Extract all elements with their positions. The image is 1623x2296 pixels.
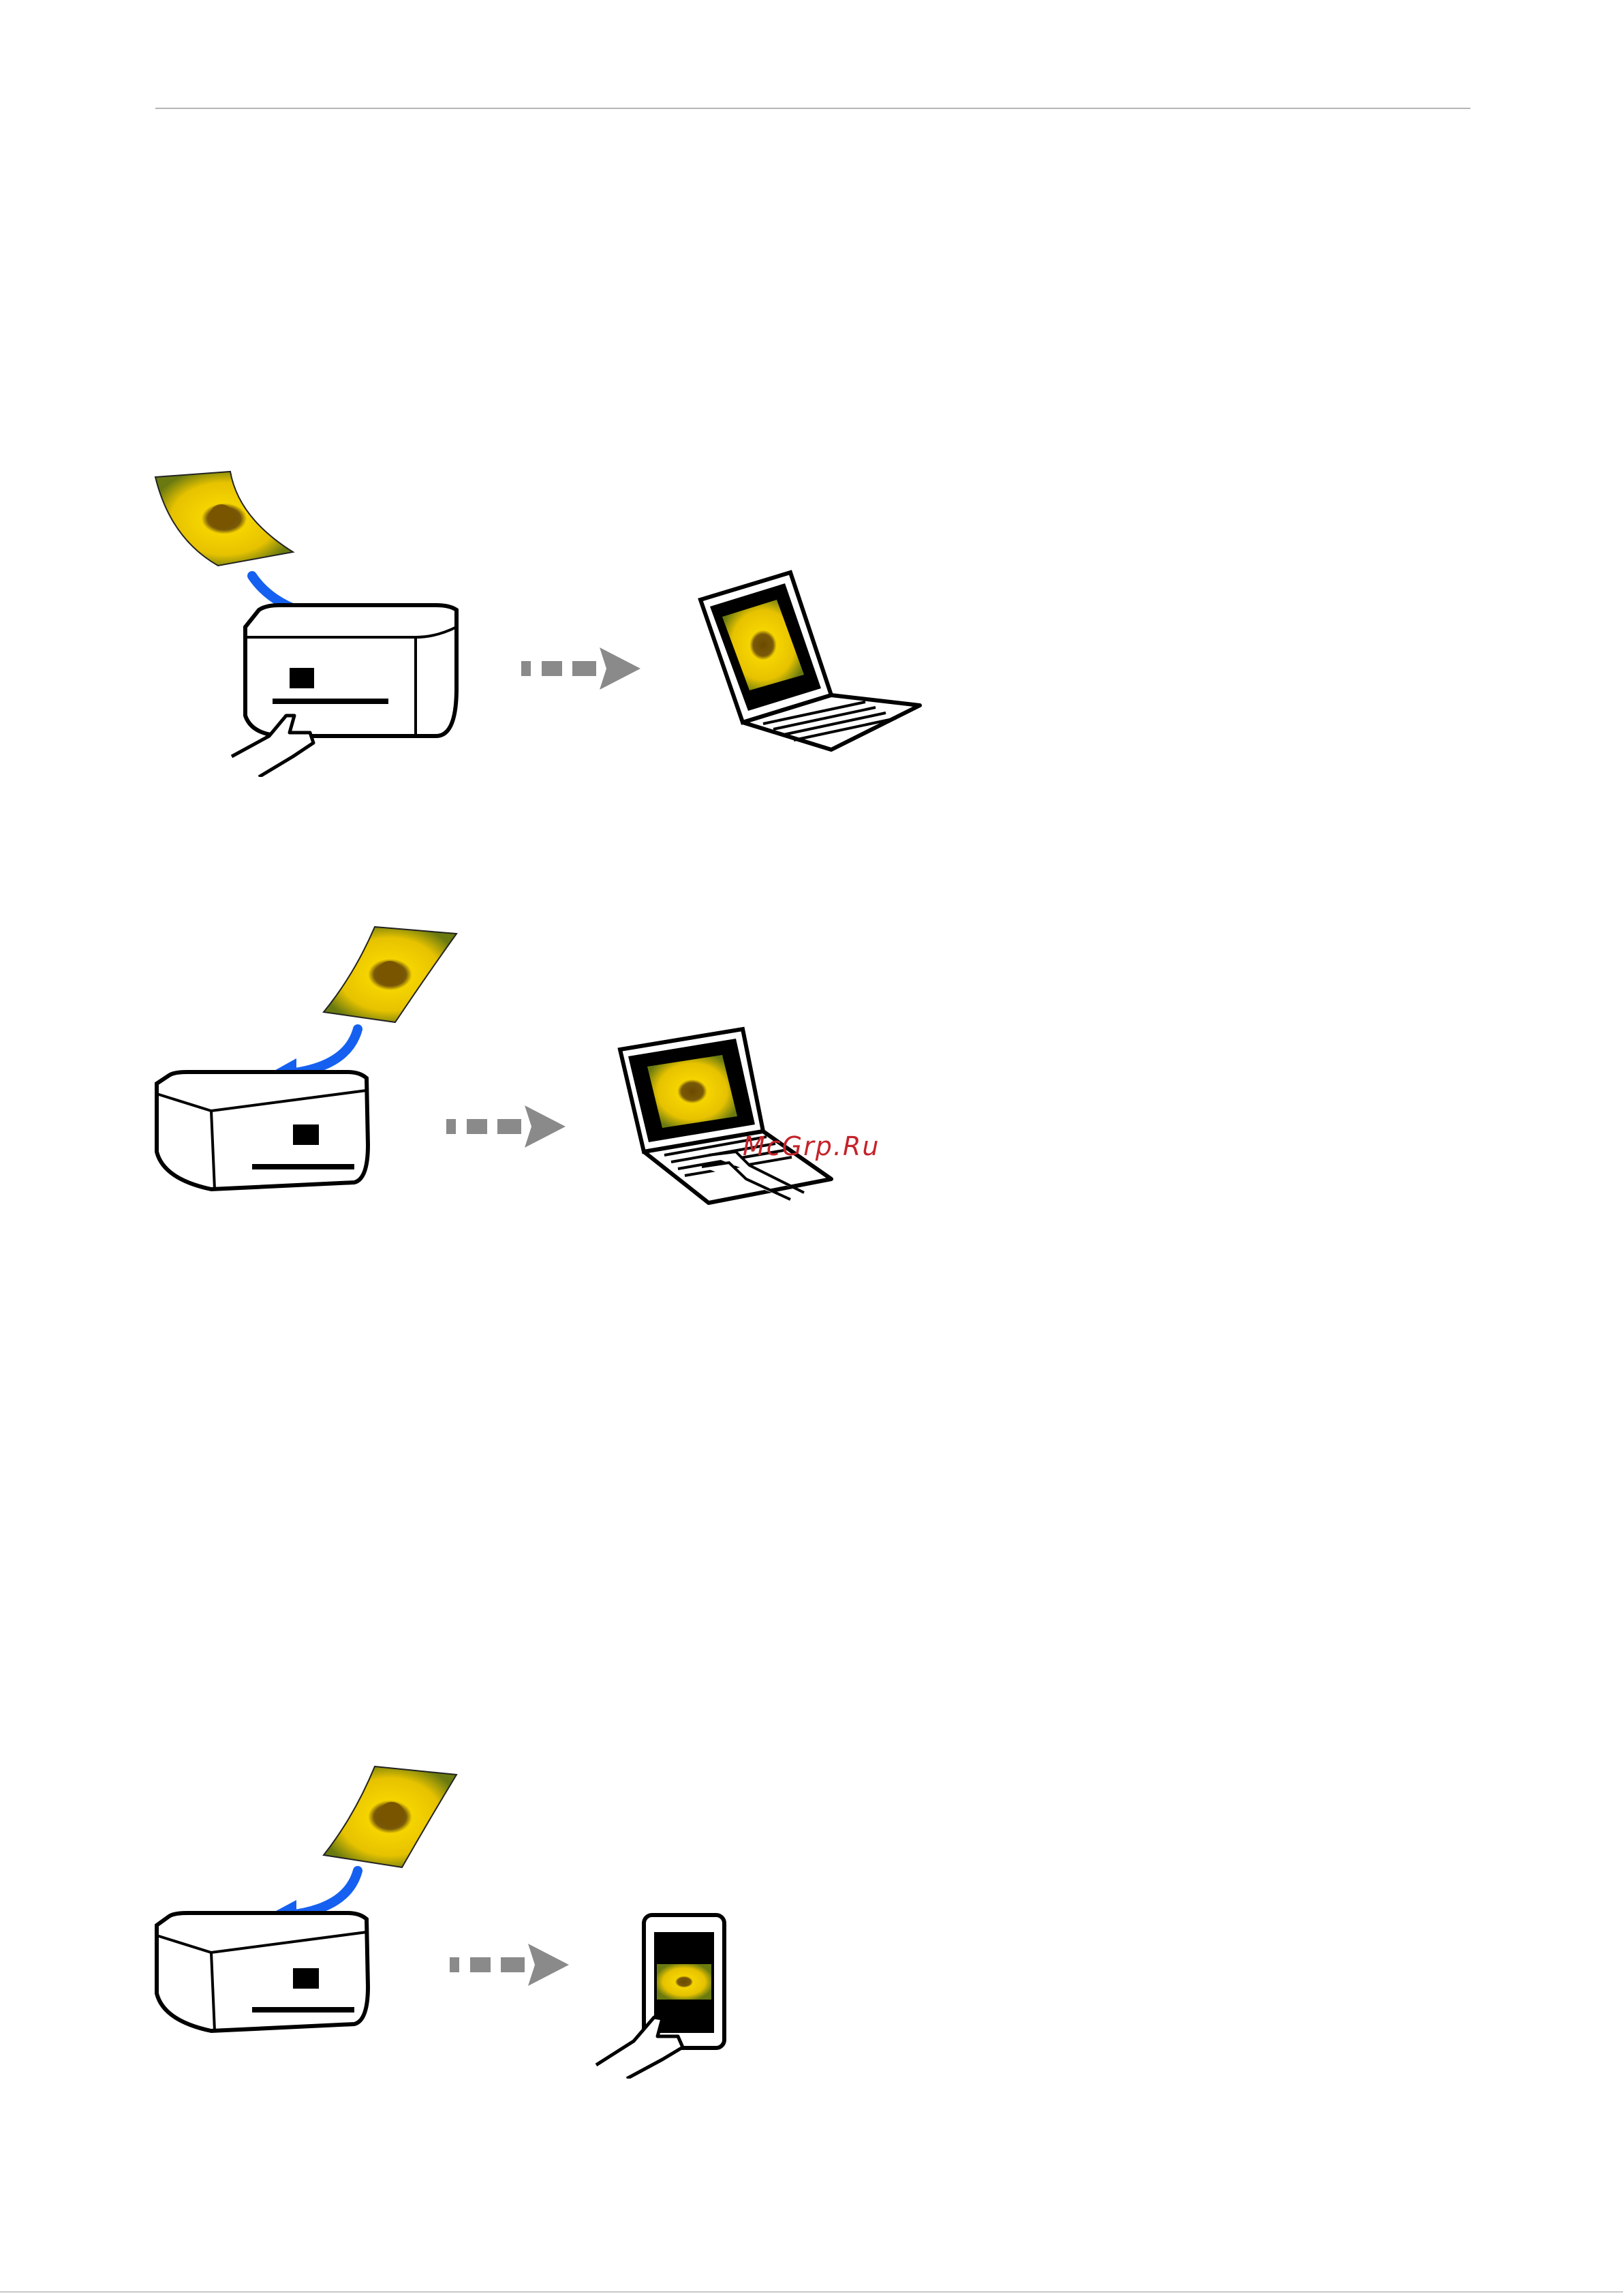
dashed-arrow-icon [521,647,640,690]
laptop-typing-icon [620,1029,831,1203]
watermark-text: McGrp.Ru [743,1131,880,1161]
photo-sheet-icon [324,1766,457,1867]
dashed-arrow-icon [446,1105,566,1148]
dashed-arrow-icon [450,1944,569,1986]
photo-sheet-icon [324,927,457,1022]
scanner-icon [245,605,457,736]
figure-scan-to-smart-device [150,1765,763,2079]
scanner-icon [157,1072,368,1189]
header-rule [155,108,1470,109]
laptop-icon [700,572,920,750]
photo-sheet-icon [155,472,293,566]
scanner-icon [157,1913,368,2031]
figure-scan-to-computer-software [150,920,933,1213]
footer-rule [0,2291,1623,2293]
figure-scan-to-computer-panel [150,463,933,777]
